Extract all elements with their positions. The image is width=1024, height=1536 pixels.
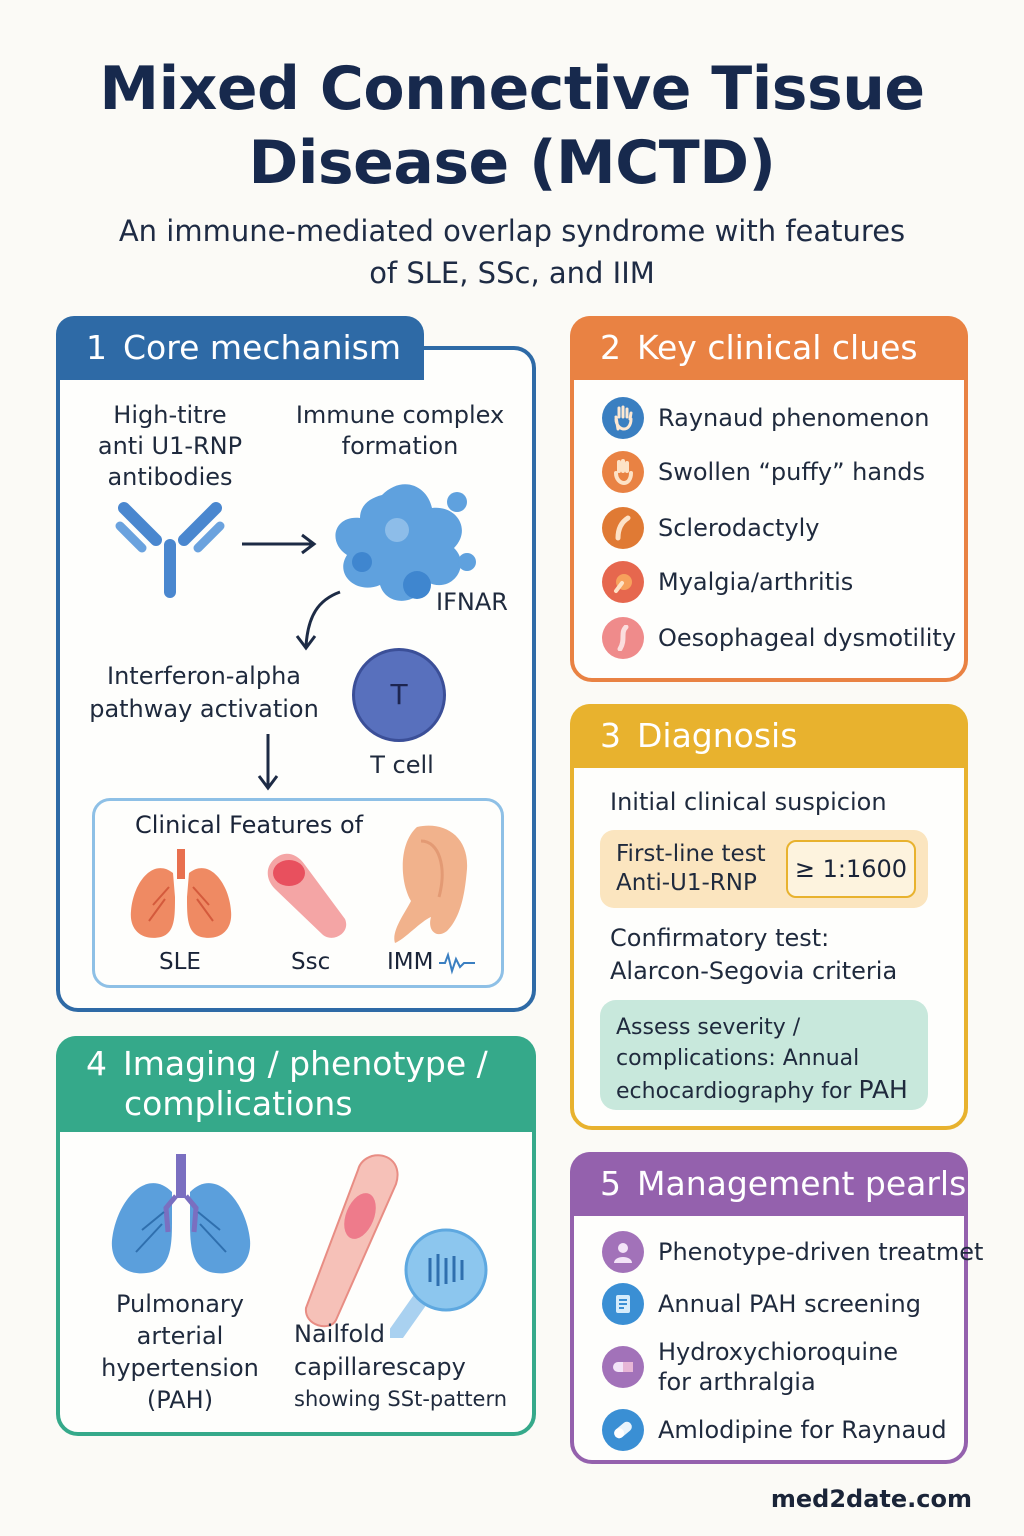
- t-cell-label: T cell: [370, 751, 434, 779]
- joint-icon: [602, 561, 644, 603]
- clinical-features-box: Clinical Features of SLE Ssc IMM: [92, 798, 504, 988]
- clue-item: Myalgia/arthritis: [602, 560, 853, 604]
- t-cell-icon: T: [352, 648, 446, 742]
- feature-ssc: Ssc: [291, 949, 331, 975]
- clinical-features-title: Clinical Features of: [135, 811, 364, 839]
- immune-complex-icon: [335, 484, 476, 601]
- muscle-icon: [394, 825, 468, 943]
- clue-item: Raynaud phenomenon: [602, 396, 929, 440]
- hand-icon: [602, 397, 644, 439]
- pill-icon: [602, 1346, 644, 1388]
- arrow-down-icon: [257, 734, 279, 791]
- capsule-icon: [602, 1409, 644, 1451]
- emg-wave-icon: [439, 951, 475, 975]
- footer-site: med2date.com: [770, 1485, 972, 1513]
- confirmatory-test: Confirmatory test: Alarcon-Segovia crite…: [610, 924, 898, 985]
- lungs-icon: [130, 849, 232, 938]
- nailfold-finger-icon: [304, 1154, 399, 1328]
- titre-badge: ≥ 1:1600: [786, 840, 916, 898]
- page-subtitle: An immune-mediated overlap syndrome with…: [118, 214, 906, 290]
- initial-suspicion: Initial clinical suspicion: [610, 788, 887, 816]
- immune-complex-label: Immune complex formation: [295, 401, 505, 460]
- swollen-hand-icon: [602, 451, 644, 493]
- management-item: Annual PAH screening: [602, 1282, 921, 1326]
- lungs-icon: [111, 1154, 251, 1274]
- finger-icon: [267, 853, 347, 938]
- person-icon: [602, 1231, 644, 1273]
- assess-severity-box: Assess severity / complications: Annual …: [600, 1000, 928, 1110]
- management-item: Amlodipine for Raynaud: [602, 1408, 947, 1452]
- ifnar-label: IFNAR: [436, 588, 508, 616]
- antibody-icon: [115, 502, 225, 598]
- clue-item: Sclerodactyly: [602, 506, 820, 550]
- curved-arrow-icon: [295, 590, 341, 651]
- screen-icon: [602, 1283, 644, 1325]
- pah-label: Pulmonary arterial hypertension (PAH): [101, 1290, 259, 1414]
- nailfold-label: Nailfold capillarescapy showing SSt-patt…: [294, 1320, 508, 1411]
- feature-sle: SLE: [159, 949, 201, 975]
- finger-icon: [602, 507, 644, 549]
- clue-item: Oesophageal dysmotility: [602, 616, 956, 660]
- page-title: Mixed Connective Tissue Disease (MCTD): [99, 54, 925, 198]
- first-line-test-text: First-line test Anti-U1-RNP: [616, 841, 766, 896]
- interferon-label: Interferon-alpha pathway activation: [89, 662, 319, 723]
- antibody-label: High-titre anti U1-RNP antibodies: [97, 401, 243, 491]
- management-item: Phenotype-driven treatmet: [602, 1230, 983, 1274]
- first-line-test-box: First-line test Anti-U1-RNP ≥ 1:1600: [600, 830, 928, 908]
- magnifier-icon: [390, 1228, 488, 1338]
- clue-item: Swollen “puffy” hands: [602, 450, 925, 494]
- arrow-right-icon: [242, 533, 317, 555]
- oesophagus-icon: [602, 617, 644, 659]
- management-item: Hydroxychioroquine for arthralgia: [602, 1336, 898, 1398]
- feature-imm: IMM: [387, 949, 434, 975]
